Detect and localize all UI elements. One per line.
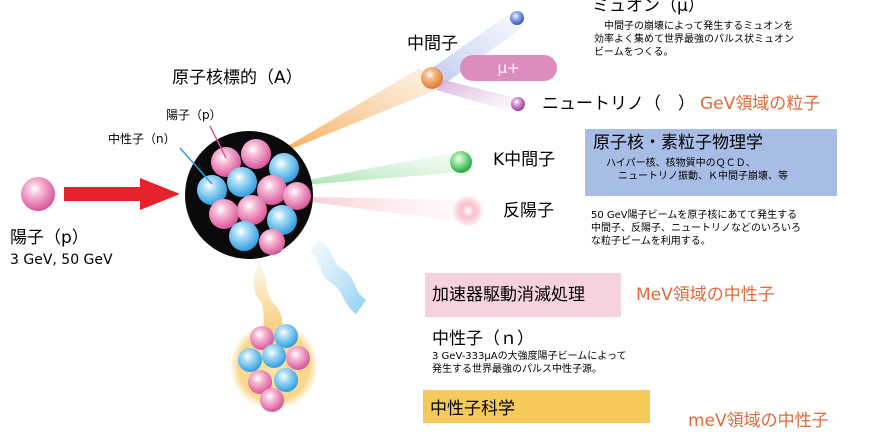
mev-bottom-label: meV領域の中性子 [688,411,829,431]
neutron-beam-down [253,262,288,334]
meson-beam [264,68,436,160]
neutron-science-title: 中性子科学 [430,399,515,419]
incoming-proton [21,177,55,211]
antiproton-beam [266,196,462,222]
muon-desc-line-1: 中間子の崩壊によって発生するミュオンを [604,21,794,32]
nucleons [197,139,311,255]
nucleus-neutron-label: 中性子（n） [108,132,176,146]
mu-plus-pill: μ+ [460,55,557,81]
beam-desc-line-1: 50 GeV陽子ビームを原子核にあてて発生する [591,210,798,221]
ads-title: 加速器駆動消滅処理 [432,285,585,305]
neutrino-gev-label: GeV領域の粒子 [700,94,821,114]
neutrino-label: ニュートリノ（ ） [542,94,695,114]
neutron-source-nucleons [238,324,310,412]
kaon-beam [266,152,462,188]
proton-energy-label: 3 GeV, 50 GeV [10,252,113,268]
nuclear-physics-title: 原子核・素粒子物理学 [593,133,763,153]
diagram: μ+ 原子核標的（A） 陽子（p） 中性子（n） 陽子（p） 3 GeV, 50… [10,0,837,431]
target-label: 原子核標的（A） [172,68,303,88]
muon-description: 中間子の崩壊によって発生するミュオンを 効率よく集めて世界最強のパルス状ミュオン… [594,20,794,59]
nucleus-proton-label: 陽子（p） [166,108,222,122]
neutrino-particle [511,97,525,111]
muon-desc-line-2: 効率よく集めて世界最強のパルス状ミュオン [594,34,794,45]
meson-particle [421,67,443,89]
nuclear-physics-box [585,129,837,196]
ads-box [425,273,621,317]
kaon-particle [450,151,472,173]
neutron-description: 3 GeV-333μAの大強度陽子ビームによって 発生する世界最強のパルス中性子… [432,350,627,376]
neutron-science-box [423,390,650,423]
nuclear-desc-line-1: ハイパー核、核物質中のＱＣＤ、 [606,158,756,169]
proton-beam-label: 陽子（p） [10,228,89,248]
neutron-pointer [179,147,213,185]
neutron-title: 中性子（ｎ） [432,329,534,349]
mu-plus-label: μ+ [497,59,520,77]
beam-arrow [64,178,180,210]
ads-mev-label: MeV領域の中性子 [636,285,775,305]
muon-desc-line-3: ビームをつくる。 [594,47,674,58]
antiproton-particle [452,195,484,227]
neutrino-beam [436,80,516,112]
kaon-label: K中間子 [493,150,556,170]
muon-particle [510,11,524,25]
neutron-desc-line-1: 3 GeV-333μAの大強度陽子ビームによって [432,351,627,362]
nuclear-desc-line-2: ニュートリノ振動、Ｋ中間子崩壊、等 [618,171,788,182]
proton-pointer [209,125,227,159]
muon-beam [432,12,524,86]
neutron-beam-right [310,240,366,314]
beam-desc-line-3: な粒子ビームを利用する。 [591,236,711,247]
muon-title: ミュオン（μ） [592,0,705,16]
beam-desc-line-2: 中間子、反陽子、ニュートリノなどのいろいろ [591,223,801,234]
antiproton-label: 反陽子 [503,201,554,221]
beam-description: 50 GeV陽子ビームを原子核にあてて発生する 中間子、反陽子、ニュートリノなど… [591,209,801,248]
meson-label: 中間子 [407,34,458,54]
diagram-graphics [21,11,525,412]
neutron-desc-line-2: 発生する世界最強のパルス中性子源。 [432,364,602,375]
nuclear-physics-description: ハイパー核、核物質中のＱＣＤ、 ニュートリノ振動、Ｋ中間子崩壊、等 [606,157,788,183]
